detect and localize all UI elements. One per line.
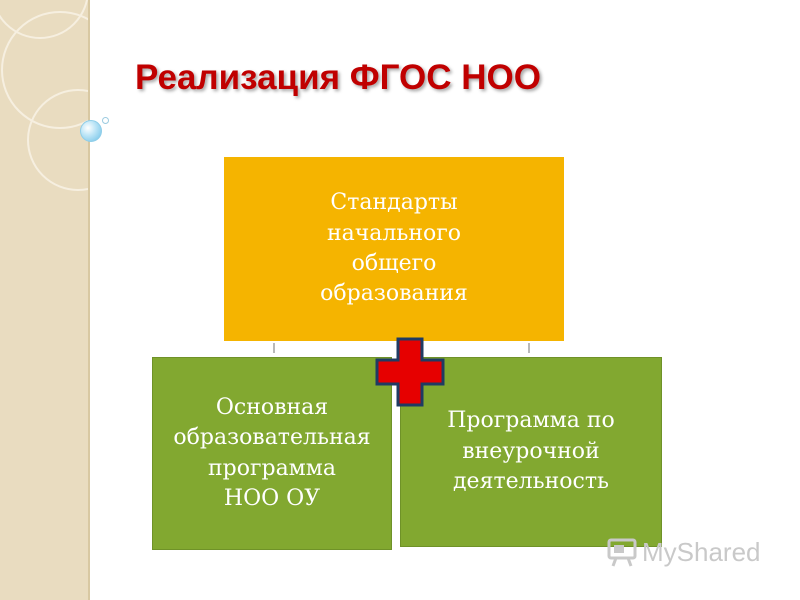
presentation-board-icon [607,538,637,567]
standards-box-text: Стандарты начального общего образования [320,190,468,307]
watermark-text: MyShared [642,536,761,567]
decorative-bubble-small [102,117,109,124]
extracurricular-program-box: Программа по внеурочной деятельность [400,357,662,547]
main-program-box-text: Основная образовательная программа НОО О… [173,394,371,511]
connector-tick-left [273,343,275,353]
myshared-watermark: MyShared [606,536,761,568]
decorative-bubble [80,120,102,142]
decorative-circles [0,0,88,191]
slide-title: Реализация ФГОС НОО [135,58,541,97]
connector-tick-right [528,343,530,353]
decorative-side-panel [0,0,90,600]
standards-box: Стандарты начального общего образования [224,157,564,341]
main-program-box: Основная образовательная программа НОО О… [152,357,392,550]
extracurricular-program-box-text: Программа по внеурочной деятельность [447,408,615,495]
plus-icon [375,337,445,407]
